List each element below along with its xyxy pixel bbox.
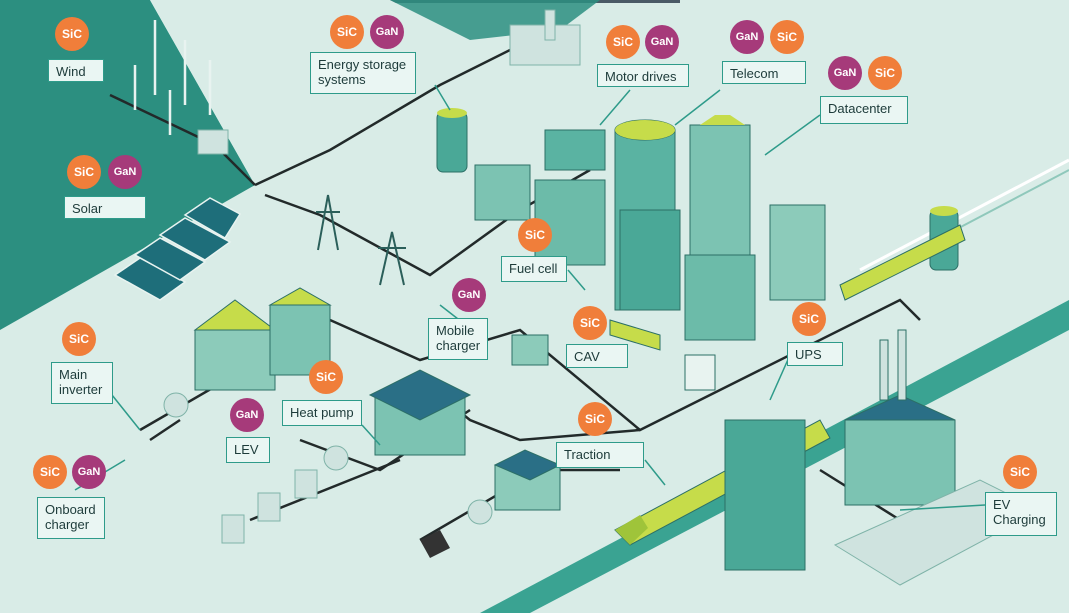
wind-turbines: [133, 20, 212, 135]
signal-box: [684, 354, 716, 391]
label-ups: UPS: [787, 342, 843, 366]
label-fuel-cell: Fuel cell: [501, 256, 567, 282]
transmission-towers: [316, 194, 406, 286]
badge-solar-gan: GaN: [108, 155, 142, 189]
storage-tank: [436, 111, 468, 173]
houses: [193, 287, 562, 511]
label-mobile-charger: Mobile charger: [428, 318, 488, 360]
label-datacenter: Datacenter: [820, 96, 908, 124]
badge-motor-gan: GaN: [645, 25, 679, 59]
badge-motor-sic: SiC: [606, 25, 640, 59]
badge-ups-sic: SiC: [792, 302, 826, 336]
cav-vehicle: [609, 319, 661, 351]
cav-box: [511, 334, 549, 366]
badge-telecom-gan: GaN: [730, 20, 764, 54]
badge-mobile-charger-gan: GaN: [452, 278, 486, 312]
badge-storage-gan: GaN: [370, 15, 404, 49]
badge-onboard-sic: SiC: [33, 455, 67, 489]
badge-onboard-gan: GaN: [72, 455, 106, 489]
wind-substation: [197, 129, 229, 155]
badge-telecom-sic: SiC: [770, 20, 804, 54]
badge-main-inverter-sic: SiC: [62, 322, 96, 356]
badge-fuel-cell-sic: SiC: [518, 218, 552, 252]
tram-train: [839, 224, 966, 301]
label-ev-charging: EV Charging: [985, 492, 1057, 536]
industrial-area: [724, 329, 956, 571]
solar-panels: [113, 197, 242, 301]
label-telecom: Telecom: [722, 61, 806, 84]
callout-lines: [74, 84, 986, 511]
label-heat-pump: Heat pump: [282, 400, 362, 426]
laptop: [420, 530, 450, 558]
city-buildings: [474, 119, 826, 341]
badge-cav-sic: SiC: [573, 306, 607, 340]
badge-datacenter-gan: GaN: [828, 56, 862, 90]
badge-ev-charging-sic: SiC: [1003, 455, 1037, 489]
badge-wind-sic: SiC: [55, 17, 89, 51]
label-energy-storage: Energy storage systems: [310, 52, 416, 94]
label-lev: LEV: [226, 437, 270, 463]
label-traction: Traction: [556, 442, 644, 468]
label-solar: Solar: [64, 196, 146, 219]
badge-lev-gan: GaN: [230, 398, 264, 432]
meter-boxes: [163, 392, 493, 544]
label-wind: Wind: [48, 59, 104, 82]
badge-traction-sic: SiC: [578, 402, 612, 436]
label-main-inverter: Main inverter: [51, 362, 113, 404]
badge-storage-sic: SiC: [330, 15, 364, 49]
label-motor-drives: Motor drives: [597, 64, 689, 87]
badge-solar-sic: SiC: [67, 155, 101, 189]
badge-heat-pump-sic: SiC: [309, 360, 343, 394]
badge-datacenter-sic: SiC: [868, 56, 902, 90]
label-onboard-charger: Onboard charger: [37, 497, 105, 539]
label-cav: CAV: [566, 344, 628, 368]
